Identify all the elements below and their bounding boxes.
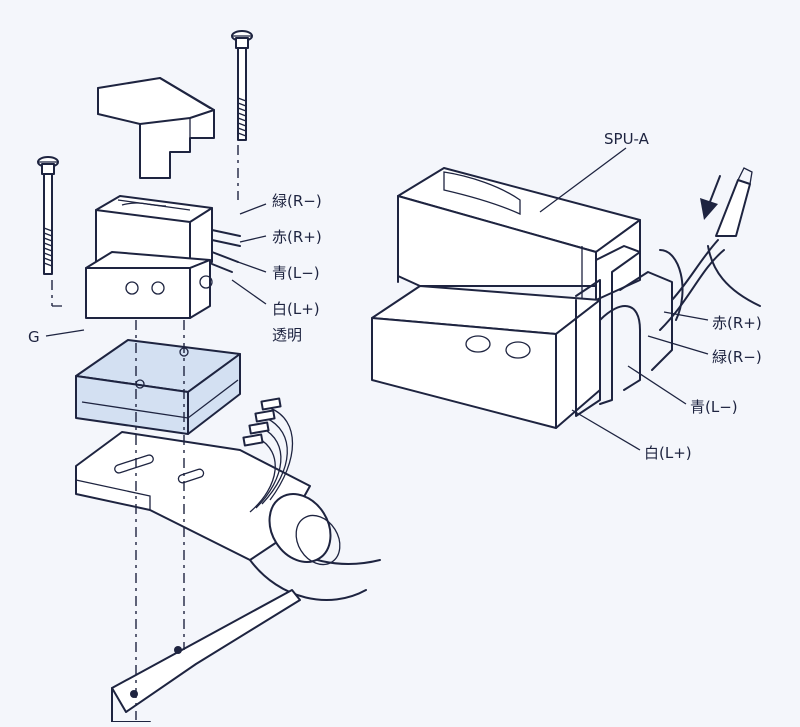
alignment-lines (51, 145, 239, 720)
left-label-transparent: 透明 (272, 326, 302, 344)
left-label-white: 白(L+) (272, 300, 320, 318)
spu-a-cartridge (371, 167, 761, 429)
right-label-blue: 青(L−) (690, 398, 738, 416)
right-label-red: 赤(R+) (712, 314, 762, 332)
left-label-blue: 青(L−) (272, 264, 320, 282)
right-screw (231, 30, 253, 141)
left-label-green: 緑(R−) (272, 192, 322, 210)
right-label-green: 緑(R−) (712, 348, 762, 366)
left-leader-lines (45, 203, 267, 337)
overhang-gauge (111, 589, 301, 723)
left-label-ground: G (28, 328, 40, 346)
left-screw (37, 156, 59, 275)
right-label-white: 白(L+) (644, 444, 692, 462)
stylus-cover (97, 77, 215, 179)
exploded-assembly (37, 30, 381, 723)
cartridge-body (85, 195, 241, 319)
right-title: SPU-A (604, 130, 650, 148)
headshell (75, 397, 381, 601)
left-label-red: 赤(R+) (272, 228, 322, 246)
right-leader-lines (539, 147, 709, 451)
spacer-block (75, 339, 241, 435)
